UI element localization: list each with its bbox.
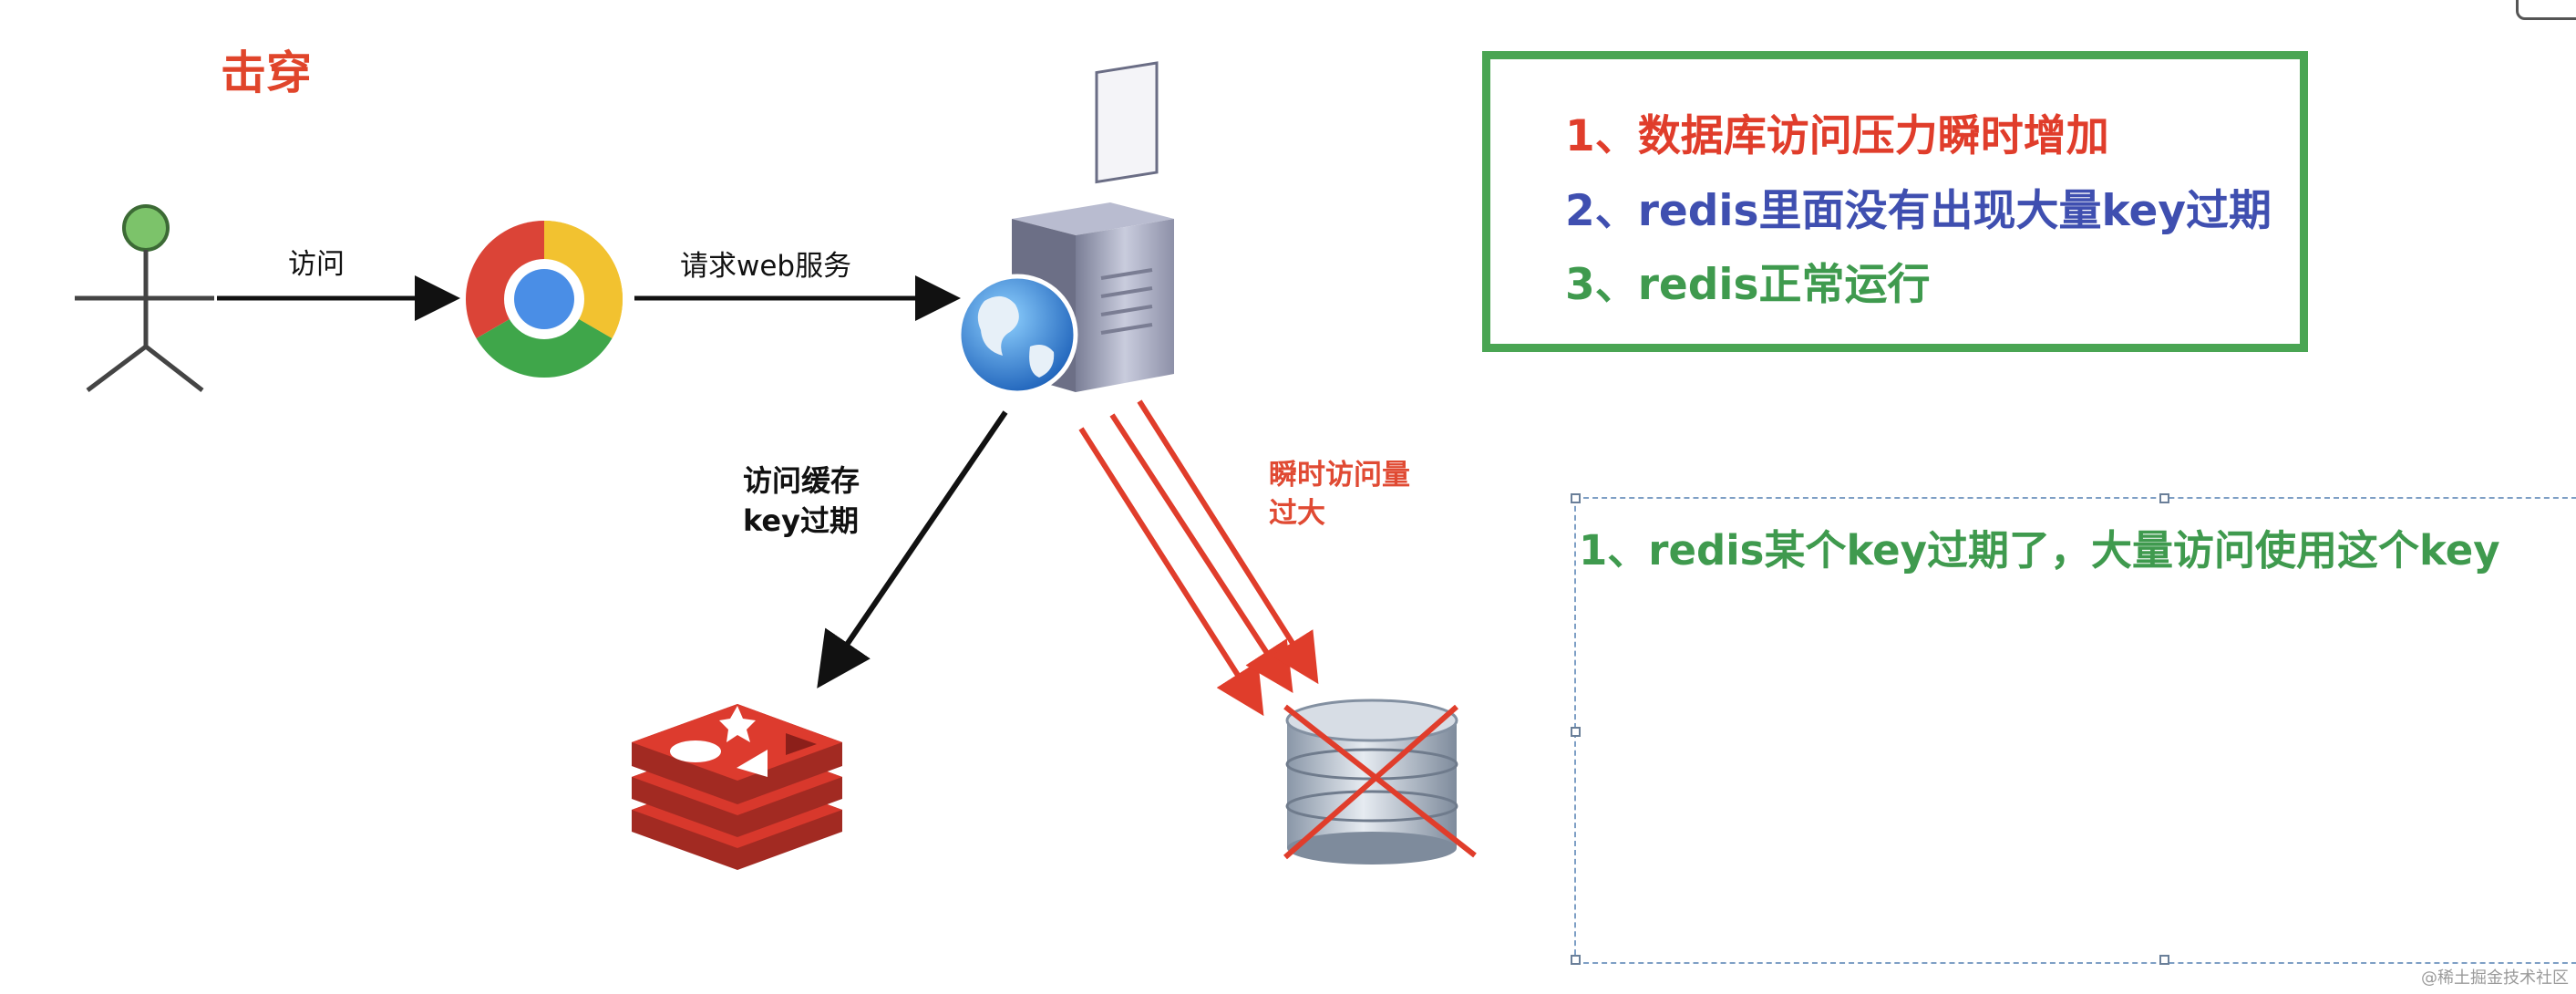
corner-control[interactable] bbox=[2516, 0, 2576, 20]
resize-handle-bottom-middle[interactable] bbox=[2159, 955, 2169, 965]
label-cache-access: 访问缓存 key过期 bbox=[743, 461, 860, 541]
database-failure-cross bbox=[1283, 704, 1477, 860]
burst-arrows bbox=[1078, 399, 1319, 717]
summary-point-2: 2、redis里面没有出现大量key过期 bbox=[1565, 186, 2272, 236]
resize-handle-top-middle[interactable] bbox=[2159, 493, 2169, 503]
page-title: 击穿 bbox=[221, 47, 312, 99]
label-cache-access-line2: key过期 bbox=[743, 503, 859, 538]
chrome-browser-icon bbox=[465, 221, 623, 378]
resize-handle-bottom-left[interactable] bbox=[1571, 955, 1581, 965]
database-icon bbox=[1285, 699, 1458, 865]
resize-handle-top-left[interactable] bbox=[1571, 493, 1581, 503]
summary-point-1: 1、数据库访问压力瞬时增加 bbox=[1565, 111, 2109, 161]
summary-point-3: 3、redis正常运行 bbox=[1565, 260, 1931, 310]
label-visit: 访问 bbox=[288, 248, 345, 281]
label-request-web: 请求web服务 bbox=[680, 250, 852, 283]
redis-logo-icon bbox=[632, 704, 842, 870]
label-burst-line1: 瞬时访问量 bbox=[1269, 459, 1410, 492]
cause-text: 1、redis某个key过期了，大量访问使用这个key bbox=[1579, 526, 2500, 575]
cause-text-box[interactable] bbox=[1571, 493, 2576, 965]
user-stick-figure-icon bbox=[75, 204, 214, 392]
summary-box: 1、数据库访问压力瞬时增加 2、redis里面没有出现大量key过期 3、red… bbox=[1482, 51, 2308, 352]
label-cache-access-line1: 访问缓存 bbox=[743, 463, 860, 498]
label-burst: 瞬时访问量 过大 bbox=[1269, 456, 1410, 533]
label-burst-line2: 过大 bbox=[1269, 497, 1325, 530]
arrow-cache-access bbox=[817, 410, 1008, 689]
web-server-icon bbox=[956, 61, 1174, 396]
resize-handle-middle-left[interactable] bbox=[1571, 727, 1581, 737]
watermark: @稀土掘金技术社区 bbox=[2421, 968, 2569, 988]
